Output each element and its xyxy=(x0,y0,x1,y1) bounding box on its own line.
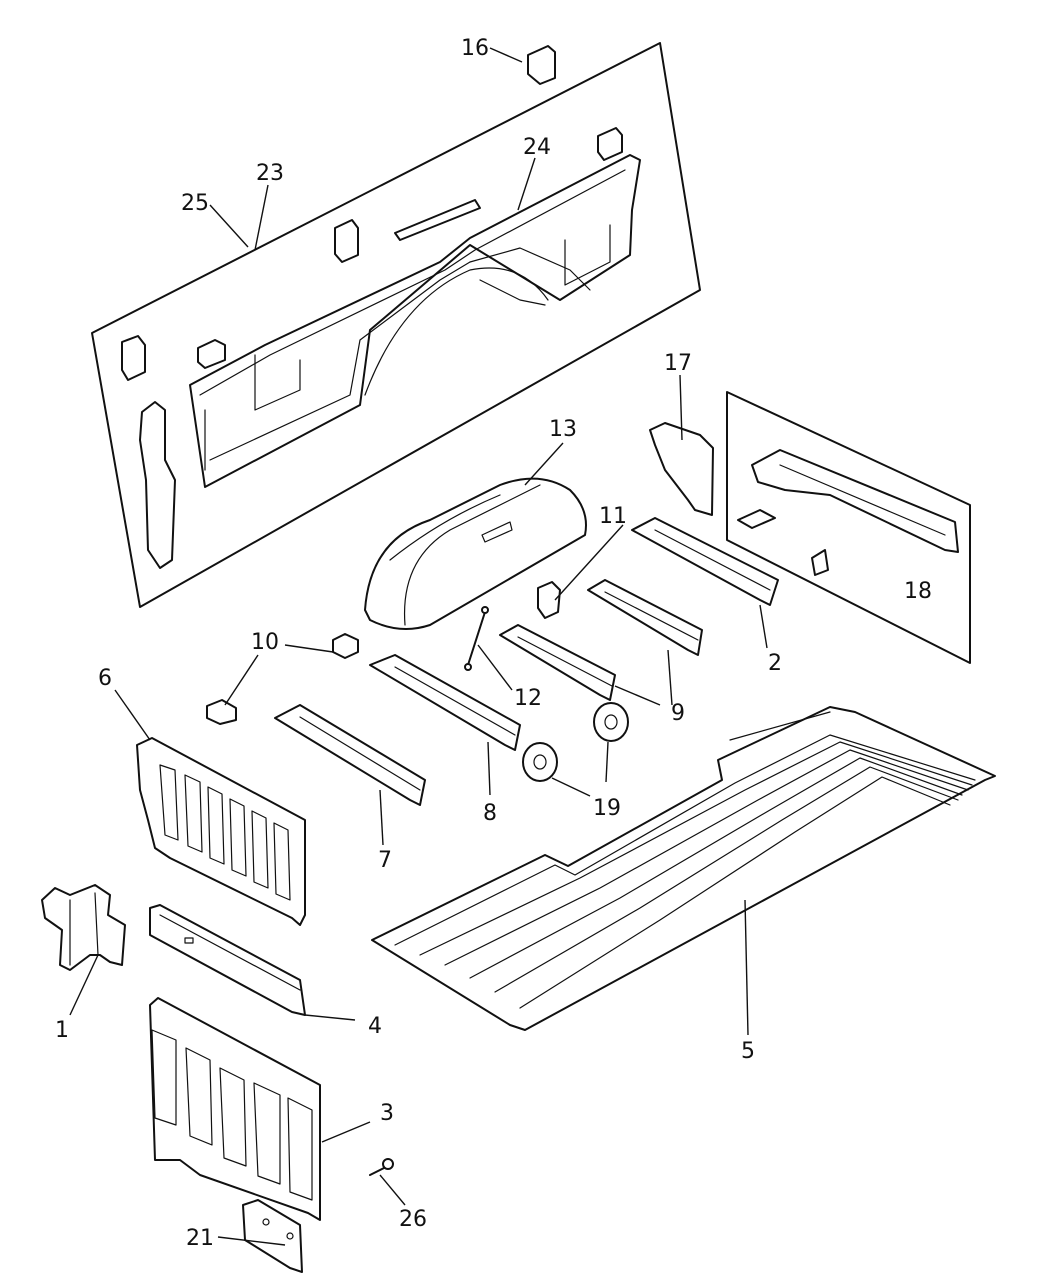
part-12-end xyxy=(481,606,489,614)
clip-part xyxy=(737,509,776,529)
bracket-part xyxy=(597,127,623,161)
screw-part-26 xyxy=(369,1158,394,1176)
part-12-end xyxy=(464,663,472,671)
callout-11: 11 xyxy=(599,504,627,529)
strip-part xyxy=(394,199,481,241)
part-11 xyxy=(537,581,561,619)
front-panel-assembly xyxy=(649,391,971,664)
callout-12: 12 xyxy=(514,686,542,711)
part-12-rod xyxy=(467,611,486,666)
bracket-part xyxy=(334,219,359,263)
part-16 xyxy=(527,45,556,85)
side-panel-outline xyxy=(91,42,701,608)
bracket-part xyxy=(121,335,146,381)
callout-23: 23 xyxy=(256,161,284,186)
bracket-part xyxy=(197,339,226,369)
sill-part-4 xyxy=(149,904,306,1016)
callout-19: 19 xyxy=(593,796,621,821)
rear-pillar-part xyxy=(139,401,176,569)
hinge-part-21 xyxy=(242,1199,303,1273)
callout-7: 7 xyxy=(378,848,392,873)
corner-bracket-part-1 xyxy=(41,884,126,971)
crossmember-7 xyxy=(274,704,426,806)
part-10-a xyxy=(332,633,359,659)
tailgate-part-3 xyxy=(149,997,321,1221)
leader-lines xyxy=(69,47,768,1246)
callout-5: 5 xyxy=(741,1039,755,1064)
callout-24: 24 xyxy=(523,135,551,160)
callout-21: 21 xyxy=(186,1226,214,1251)
callout-labels: 1 2 3 4 5 6 7 8 9 10 11 12 13 16 17 18 1… xyxy=(55,36,932,1251)
bedside-rail-part xyxy=(189,154,641,488)
callout-18: 18 xyxy=(904,579,932,604)
clip-part xyxy=(811,549,829,576)
callout-3: 3 xyxy=(380,1101,394,1126)
crossmember-8 xyxy=(369,654,521,751)
wheelhouse-part-13 xyxy=(364,477,587,630)
callout-26: 26 xyxy=(399,1207,427,1232)
callout-2: 2 xyxy=(768,651,782,676)
header-panel-part-6 xyxy=(136,737,306,926)
part-10-b xyxy=(206,699,237,725)
callout-1: 1 xyxy=(55,1018,69,1043)
callout-4: 4 xyxy=(368,1014,382,1039)
callout-13: 13 xyxy=(549,417,577,442)
callout-6: 6 xyxy=(98,666,112,691)
bed-floor-part-5 xyxy=(371,706,996,1031)
front-panel-outline xyxy=(726,391,971,664)
crossmember-8-short xyxy=(499,624,616,701)
spacer-19-a xyxy=(522,742,558,782)
crossmember-2 xyxy=(631,517,779,606)
front-crossmember-part xyxy=(751,449,959,553)
callout-16: 16 xyxy=(461,36,489,61)
callout-25: 25 xyxy=(181,191,209,216)
crossmember-9 xyxy=(587,579,703,656)
callout-10: 10 xyxy=(251,630,279,655)
callout-8: 8 xyxy=(483,801,497,826)
spacer-19-b xyxy=(593,702,629,742)
side-panel-assembly xyxy=(91,42,701,608)
callout-17: 17 xyxy=(664,351,692,376)
part-17 xyxy=(649,422,714,516)
callout-9: 9 xyxy=(671,701,685,726)
